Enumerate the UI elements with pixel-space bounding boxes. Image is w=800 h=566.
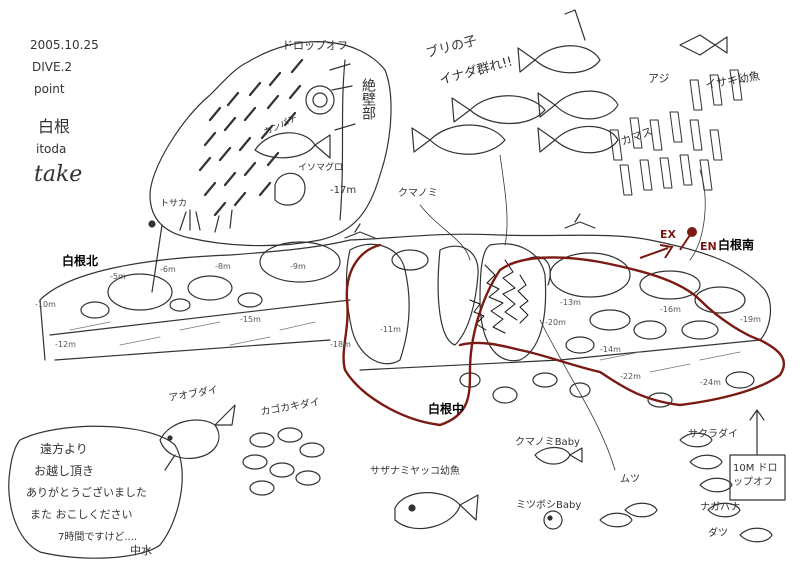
label-clownfish: クマノミBaby [515, 437, 580, 448]
message-line-2: お越し頂き [34, 464, 95, 478]
depth-mark: -13m [560, 298, 581, 307]
dropoff-note: 10M ドロップオフ [733, 462, 783, 490]
message-line-3: ありがとうございました [26, 486, 147, 499]
depth-mark: -12m [55, 340, 76, 349]
dropoff-note-box [729, 454, 786, 501]
depth-mark: -8m [215, 262, 231, 271]
label-shrimp: ムツ [620, 474, 640, 485]
site-name: 白根 [38, 117, 71, 136]
dive-number: DIVE.2 [32, 60, 73, 74]
inset-depth: -17m [330, 185, 357, 196]
depth-mark: -20m [545, 318, 566, 327]
yellowtail-school [411, 9, 619, 155]
message-signature: 中水 [130, 544, 152, 557]
label-horse-mackerel: アジ [648, 72, 670, 85]
inset-fish-b: イソマグロ [298, 163, 344, 173]
label-north: 白根北 [62, 254, 99, 268]
inset-title: ドロップオフ [282, 39, 348, 52]
point-label: point [34, 82, 65, 96]
dive-date: 2005.10.25 [30, 38, 99, 52]
guide-name: take [34, 162, 83, 187]
depth-mark: -16m [660, 305, 681, 314]
label-goby: サザナミヤッコ幼魚 [370, 466, 460, 477]
depth-mark: -11m [380, 325, 401, 334]
label-sakuradai: サクラダイ [688, 429, 738, 440]
depth-mark: -22m [620, 372, 641, 381]
message-line-1: 遠方より [40, 442, 88, 456]
depth-mark: -24m [700, 378, 721, 387]
depth-mark: -5m [110, 272, 126, 281]
bottom-right-fish [599, 432, 773, 543]
inset-wall-label: 絶壁部 [360, 78, 376, 120]
depth-mark: -6m [160, 265, 176, 274]
label-rock-top: クマノミ [398, 188, 438, 199]
message-line-4: また おこしください [30, 508, 133, 521]
label-middle: 白根中 [428, 402, 465, 416]
depth-mark: -9m [290, 262, 306, 271]
dropoff-note-text: 10M ドロップオフ [733, 463, 778, 488]
seabed-outline [39, 233, 772, 341]
label-entry-b: EN [700, 240, 717, 253]
depth-mark: -14m [600, 345, 621, 354]
depth-mark: -19m [740, 315, 761, 324]
depth-mark: -15m [240, 315, 261, 324]
label-damsel-baby: ミツボシBaby [516, 500, 582, 511]
label-south: 白根南 [718, 238, 755, 252]
label-needlefish: ダツ [708, 528, 728, 539]
guide-label: itoda [36, 142, 67, 156]
label-entry-a: EX [660, 228, 676, 241]
butterflyfish-group [242, 427, 325, 496]
inset-bubble-outline [149, 41, 392, 247]
message-bubble [8, 425, 183, 559]
message-line-5: 7時間ですけど.... [58, 532, 138, 543]
label-sea-bream: ナガハナ [700, 502, 740, 513]
depth-mark: -10m [35, 300, 56, 309]
angelfish-juvenile [394, 492, 461, 530]
inset-pointer [151, 224, 163, 293]
depth-mark: -18m [330, 340, 351, 349]
sardine-school [609, 69, 743, 196]
inset-coral: トサカ [160, 199, 188, 209]
dive-route [342, 243, 786, 427]
